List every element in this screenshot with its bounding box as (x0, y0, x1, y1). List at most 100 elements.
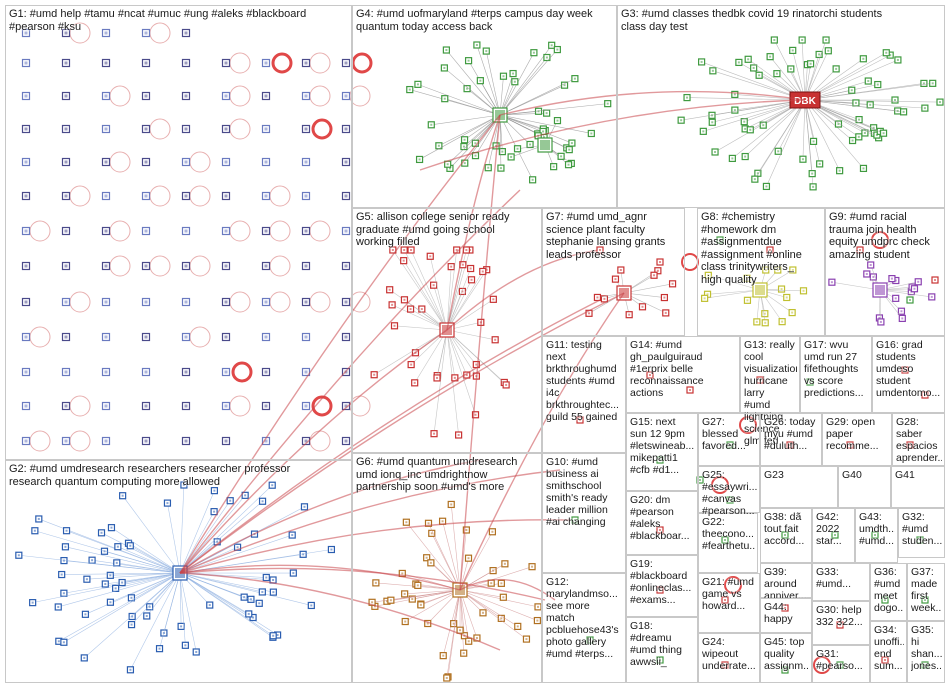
small-group-node-fill (579, 419, 581, 421)
g2-node-fill (60, 573, 63, 576)
self-loop-strong (311, 395, 333, 417)
self-loop-strong (231, 361, 253, 383)
small-self-loop (711, 476, 729, 494)
group-label-g30: G30: help 332 322... (816, 604, 863, 628)
g2-node-fill (276, 633, 279, 636)
g5-node-fill (453, 376, 456, 379)
g4-node-fill (550, 44, 553, 47)
g6-node-fill (385, 600, 388, 603)
g9-node-fill (917, 280, 920, 283)
g5-edge (410, 249, 448, 331)
g8-edge (708, 275, 761, 291)
self-loop-strong (271, 52, 293, 74)
g2-node-fill (310, 604, 313, 607)
g5-edge (446, 329, 476, 415)
g5-node-fill (409, 308, 412, 311)
g4-edge (431, 114, 501, 126)
g2-node-fill (302, 553, 305, 556)
g1-node-fill (24, 61, 28, 65)
g2-node-fill (292, 572, 295, 575)
group-label-g17: G17: wvu umd run 27 fifethoughts vs scor… (804, 339, 864, 399)
small-group-node-fill (689, 389, 691, 391)
g2-node-fill (272, 591, 275, 594)
g1-node-fill (24, 300, 28, 304)
g3-node-fill (882, 132, 885, 135)
g3-edge (766, 99, 806, 187)
g4-node-fill (556, 48, 559, 51)
g2-edge (58, 572, 181, 642)
g4-node-fill (474, 142, 477, 145)
g4-node-fill (606, 102, 609, 105)
g6-edge (390, 589, 461, 601)
g7-node-fill (664, 311, 667, 314)
g5-node-fill (465, 374, 468, 377)
g4-node-fill (502, 75, 505, 78)
g5-node-fill (436, 376, 439, 379)
g2-node-fill (33, 529, 36, 532)
g1-node-fill (224, 229, 228, 233)
g9-node-fill (913, 287, 916, 290)
g9-node-fill (894, 279, 897, 282)
group-panel-g21: G21: #umd game vs howard... (698, 573, 760, 633)
g4-edge (499, 78, 576, 116)
group-panel-g15: G15: next sun 12 9pm #letswineab... mike… (626, 413, 698, 491)
group-panel-g25: G25: #essaywri... #canvas #pearson... (698, 466, 760, 517)
g3-edge (804, 99, 840, 171)
g6-edge (459, 589, 470, 642)
g5-node-fill (494, 338, 497, 341)
g3-node-fill (686, 96, 689, 99)
g6-node-fill (467, 640, 470, 643)
small-group-node-fill (784, 534, 786, 536)
g4-edge (485, 51, 501, 116)
group-panel-g40: G40 (838, 466, 891, 508)
g2-edge (131, 572, 181, 625)
small-group-node-fill (934, 279, 936, 281)
group-label-g3: G3: #umd classes thedbk covid 19 rinator… (621, 8, 883, 33)
g6-edge (405, 589, 461, 622)
group-label-g35: G35: hi shan... jones... (911, 624, 942, 672)
group-panel-g33: G33: #umd... (812, 563, 870, 601)
g1-node-fill (64, 61, 68, 65)
g6-node-fill (429, 561, 432, 564)
g6-node-fill (442, 654, 445, 657)
small-group-node-fill (839, 624, 841, 626)
g3-node-fill (801, 39, 804, 41)
small-group-node-fill (919, 539, 921, 541)
g9-hub-fill (875, 285, 885, 295)
g2-node-fill (115, 561, 118, 564)
g8-node-fill (703, 297, 706, 300)
g9-node-fill (879, 320, 882, 323)
g1-node-fill (64, 94, 68, 98)
g1-node-fill (344, 439, 348, 443)
g1-node-fill (64, 439, 68, 443)
g1-node-fill (104, 370, 108, 374)
g3-node-fill (818, 162, 821, 165)
g3-node-fill (789, 67, 792, 70)
g4-edge (476, 44, 501, 116)
g1-node-fill (144, 404, 148, 408)
small-group-node-fill (904, 369, 906, 371)
g1-node-fill (24, 439, 28, 443)
g2-node-fill (261, 500, 264, 503)
g5-node-fill (461, 263, 464, 266)
g1-node-fill (344, 264, 348, 268)
g6-node-fill (419, 603, 422, 606)
g3-node-fill (733, 93, 736, 96)
g2-node-fill (85, 578, 88, 581)
group-label-g9: G9: #umd racial trauma join health equit… (829, 211, 930, 261)
g1-node-fill (344, 94, 348, 98)
g2-node-fill (121, 581, 124, 584)
g1-node-fill (304, 439, 308, 443)
g5-node-fill (432, 284, 435, 287)
group-panel-g39: G39: around anniver... (760, 563, 812, 602)
g2-node-fill (272, 634, 275, 637)
g9-node-fill (878, 316, 881, 319)
g2-edge (179, 572, 197, 653)
small-group-node-fill (659, 261, 661, 263)
group-panel-g29: G29: open paper recomme... (822, 413, 892, 466)
g5-node-fill (475, 363, 478, 366)
inter-group-edge (446, 249, 601, 331)
g6-node-fill (502, 596, 505, 599)
g2-edge (179, 572, 312, 606)
